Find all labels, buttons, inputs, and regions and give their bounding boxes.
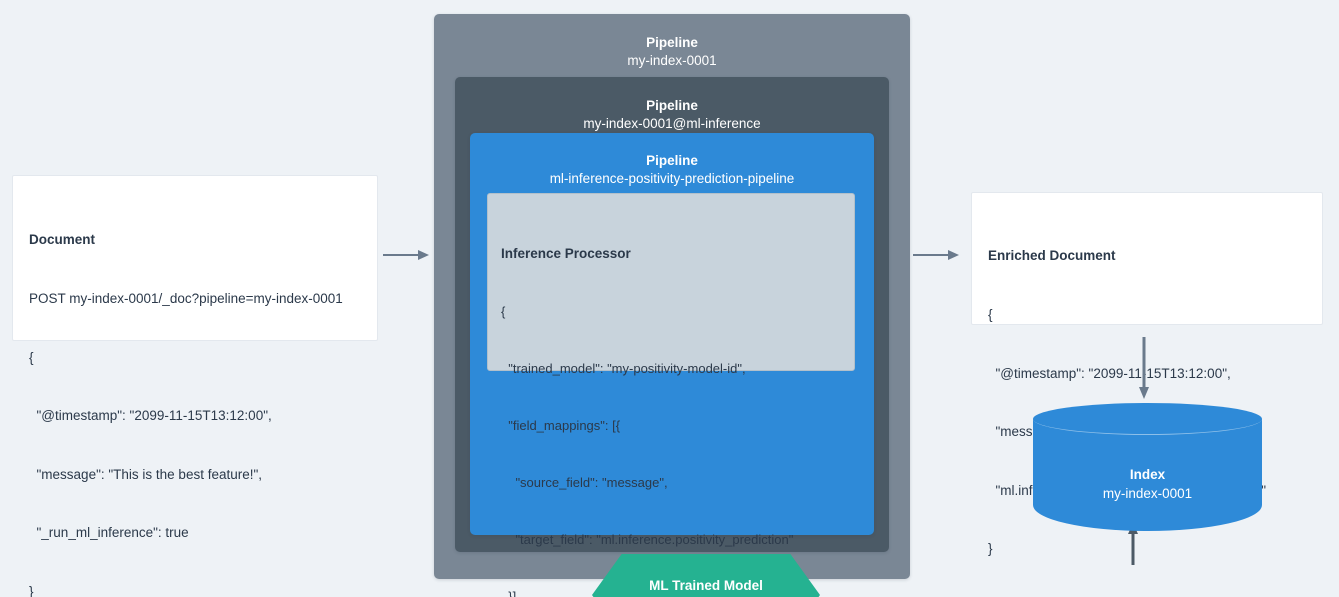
cylinder-top-ellipse [1033,403,1262,435]
enriched-document-title: Enriched Document [988,248,1116,263]
arrow-pipeline-to-enriched-icon [913,248,959,267]
pipeline-inner-label: Pipeline [646,153,698,168]
arrow-document-to-pipeline-icon [383,248,429,267]
pipeline-inner-name: ml-inference-positivity-prediction-pipel… [549,171,795,186]
inference-processor-line: "trained_model": "my-positivity-model-id… [501,361,746,376]
inference-processor-line: "field_mappings": [{ [501,418,621,433]
inference-processor-line: "target_field": "ml.inference.positivity… [501,532,794,547]
input-document-line: "_run_ml_inference": true [29,525,189,540]
input-document-line: "@timestamp": "2099-11-15T13:12:00", [29,408,272,423]
pipeline-outer-name: my-index-0001 [627,53,717,68]
ml-model-title: ML Trained Model [649,577,763,593]
inference-processor-title: Inference Processor [501,246,631,261]
input-document-line: { [29,349,34,365]
input-document-card: Document POST my-index-0001/_doc?pipelin… [12,175,378,597]
pipeline-outer-box: Pipeline my-index-0001 Pipeline my-index… [434,14,1138,597]
index-cylinder: Index my-index-0001 [1033,403,1262,531]
input-document-line: POST my-index-0001/_doc?pipeline=my-inde… [29,291,343,306]
index-label-group: Index my-index-0001 [1033,465,1262,504]
inference-processor-panel: Inference Processor { "trained_model": "… [487,193,855,597]
inference-processor-line: }] [501,589,517,597]
pipeline-middle-name: my-index-0001@ml-inference [583,116,761,131]
pipeline-inner-box: Pipeline ml-inference-positivity-predict… [470,133,1138,597]
pipeline-middle-label: Pipeline [646,98,698,113]
input-document-line: } [29,583,34,597]
pipeline-middle-box: Pipeline my-index-0001@ml-inference Pipe… [455,77,1138,597]
enriched-document-line: { [988,307,993,322]
inference-processor-line: { [501,304,506,319]
arrow-enriched-to-index-icon [1137,337,1151,404]
input-document-title: Document [29,232,96,247]
enriched-document-line: } [988,541,993,556]
ml-trained-model-hexagon: ML Trained Model my-positivity-model-id [592,554,820,597]
inference-processor-line: "source_field": "message", [501,475,668,490]
pipeline-outer-label: Pipeline [646,35,698,50]
index-name: my-index-0001 [1102,486,1193,501]
enriched-document-line: "@timestamp": "2099-11-15T13:12:00", [988,365,1231,381]
index-title: Index [1129,467,1166,482]
input-document-line: "message": "This is the best feature!", [29,466,263,482]
enriched-document-card: Enriched Document { "@timestamp": "2099-… [971,192,1323,556]
cylinder-body [1033,419,1262,531]
